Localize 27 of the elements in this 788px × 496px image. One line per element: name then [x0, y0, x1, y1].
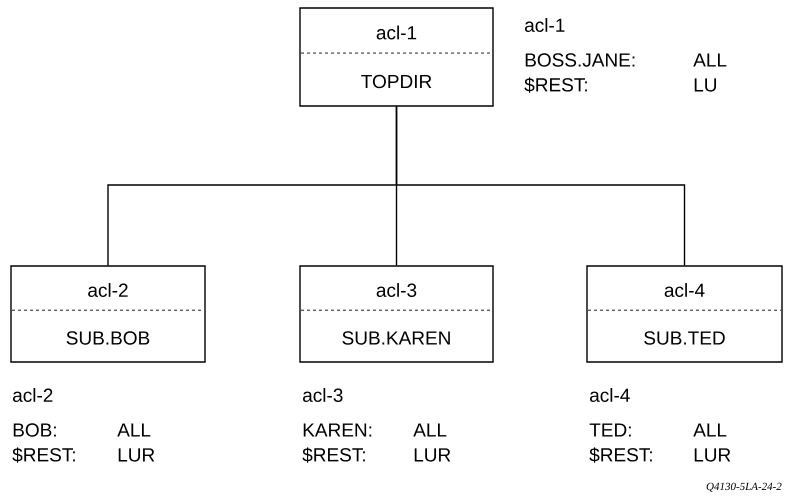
node-label: acl-2 — [13, 388, 52, 402]
node-label: LUR — [414, 448, 450, 462]
node-label: acl-3 — [303, 388, 343, 402]
connector-line — [396, 106, 686, 266]
node-label: ALL — [117, 423, 150, 437]
node-label: BOB: — [14, 423, 56, 437]
node-label: $REST: — [524, 77, 587, 93]
node-label: LUR — [694, 448, 730, 462]
access-list: acl-2 BOB: ALL $REST: LUR — [12, 388, 154, 463]
node-label: LUR — [118, 448, 154, 462]
node-label: ALL — [693, 53, 726, 67]
access-list: acl-1 BOSS.JANE: ALL $REST: LU — [524, 18, 726, 93]
node-label: TED: — [590, 423, 631, 437]
node-label: KAREN: — [304, 423, 372, 437]
node-label: acl-1 — [525, 18, 564, 32]
node-label: $REST: — [12, 447, 75, 463]
access-list: acl-3 KAREN: ALL $REST: LUR — [302, 388, 450, 463]
node-label: $REST: — [302, 447, 365, 463]
node-label: acl-4 — [590, 388, 630, 402]
directory-box: acl-1 TOPDIR — [299, 7, 494, 107]
figure-id: Q4130-5LA-24-2 — [706, 482, 782, 492]
node-label: $REST: — [589, 447, 652, 463]
node-label: LU — [694, 78, 716, 92]
node-label: ALL — [413, 423, 446, 437]
node-label: ALL — [693, 423, 726, 437]
access-list: acl-4 TED: ALL $REST: LUR — [589, 388, 730, 463]
node-label: BOSS.JANE: — [526, 53, 634, 67]
